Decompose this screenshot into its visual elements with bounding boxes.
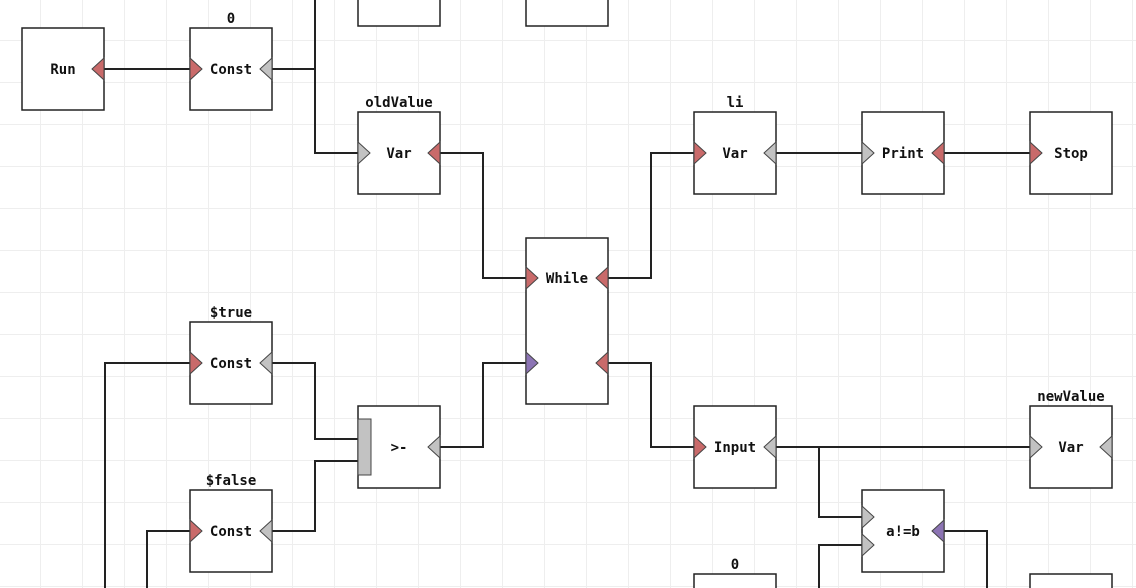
print-in-port[interactable] — [861, 140, 875, 166]
const-false-caption: $false — [206, 473, 257, 489]
wire-bottom-neq — [818, 544, 862, 588]
var-oldvalue-in-port[interactable] — [357, 140, 371, 166]
while-node[interactable]: While — [525, 237, 609, 405]
const-false-out-port[interactable] — [259, 518, 273, 544]
const-zero-in-port[interactable] — [189, 56, 203, 82]
while-in-port[interactable] — [525, 265, 539, 291]
while-label: While — [546, 271, 588, 287]
var-oldvalue-caption: oldValue — [365, 95, 432, 111]
input-node[interactable]: Input — [693, 405, 777, 489]
input-out-port[interactable] — [763, 434, 777, 460]
wire-while-li — [608, 152, 694, 279]
const-true-caption: $true — [210, 305, 252, 321]
const-false-node[interactable]: $false Const — [189, 473, 273, 573]
wire-false-select — [272, 460, 358, 532]
wire-select-while — [440, 362, 526, 448]
var-li-label: Var — [722, 146, 747, 162]
while-exit-out-port[interactable] — [595, 350, 609, 376]
bottom-zero-caption: 0 — [731, 557, 739, 573]
wire-left-false — [146, 530, 190, 588]
wire-left-true — [104, 362, 190, 588]
input-label: Input — [714, 440, 756, 456]
select-node[interactable]: >- — [357, 405, 441, 489]
var-li-caption: li — [727, 95, 744, 111]
not-equal-in-b-port[interactable] — [861, 532, 875, 558]
const-zero-node[interactable]: 0 Const — [189, 11, 273, 111]
const-true-label: Const — [210, 356, 252, 372]
var-newvalue-in-port[interactable] — [1029, 434, 1043, 460]
offscreen-node-top-1[interactable] — [357, 0, 441, 27]
select-out-port[interactable] — [427, 434, 441, 460]
const-true-in-port[interactable] — [189, 350, 203, 376]
run-out-port[interactable] — [91, 56, 105, 82]
wire-const-oldvalue — [314, 69, 358, 154]
var-newvalue-label: Var — [1058, 440, 1083, 456]
var-oldvalue-out-port[interactable] — [427, 140, 441, 166]
select-in-bar[interactable] — [357, 418, 372, 476]
const-false-in-port[interactable] — [189, 518, 203, 544]
input-in-port[interactable] — [693, 434, 707, 460]
run-node[interactable]: Run — [21, 27, 105, 111]
wire-const-up — [272, 0, 316, 70]
stop-in-port[interactable] — [1029, 140, 1043, 166]
offscreen-node-top-2[interactable] — [525, 0, 609, 27]
not-equal-out-port[interactable] — [931, 518, 945, 544]
print-node[interactable]: Print — [861, 111, 945, 195]
var-newvalue-out-port[interactable] — [1099, 434, 1113, 460]
var-oldvalue-node[interactable]: oldValue Var — [357, 95, 441, 195]
stop-node[interactable]: Stop — [1029, 111, 1113, 195]
while-condition-port[interactable] — [525, 350, 539, 376]
not-equal-node[interactable]: a!=b — [861, 489, 945, 573]
const-false-label: Const — [210, 524, 252, 540]
var-newvalue-node[interactable]: newValue Var — [1029, 389, 1113, 489]
wire-oldvalue-while — [440, 152, 526, 279]
var-oldvalue-label: Var — [386, 146, 411, 162]
wire-true-select — [272, 362, 358, 440]
const-true-out-port[interactable] — [259, 350, 273, 376]
const-zero-label: Const — [210, 62, 252, 78]
var-li-node[interactable]: li Var — [693, 95, 777, 195]
var-newvalue-caption: newValue — [1037, 389, 1104, 405]
print-out-port[interactable] — [931, 140, 945, 166]
not-equal-label: a!=b — [886, 524, 920, 540]
while-body-out-port[interactable] — [595, 265, 609, 291]
bottom-zero-node[interactable]: 0 — [693, 557, 777, 588]
not-equal-in-a-port[interactable] — [861, 504, 875, 530]
run-label: Run — [50, 62, 75, 78]
wire-neq-out — [944, 530, 988, 588]
var-li-in-port[interactable] — [693, 140, 707, 166]
var-li-out-port[interactable] — [763, 140, 777, 166]
wires — [104, 0, 1030, 588]
wire-while-input — [608, 362, 694, 448]
print-label: Print — [882, 146, 924, 162]
const-zero-out-port[interactable] — [259, 56, 273, 82]
stop-label: Stop — [1054, 146, 1088, 162]
const-true-node[interactable]: $true Const — [189, 305, 273, 405]
select-label: >- — [391, 440, 408, 456]
wire-input-neq — [776, 446, 862, 518]
bottom-right-node[interactable] — [1029, 573, 1113, 588]
const-zero-caption: 0 — [227, 11, 235, 27]
